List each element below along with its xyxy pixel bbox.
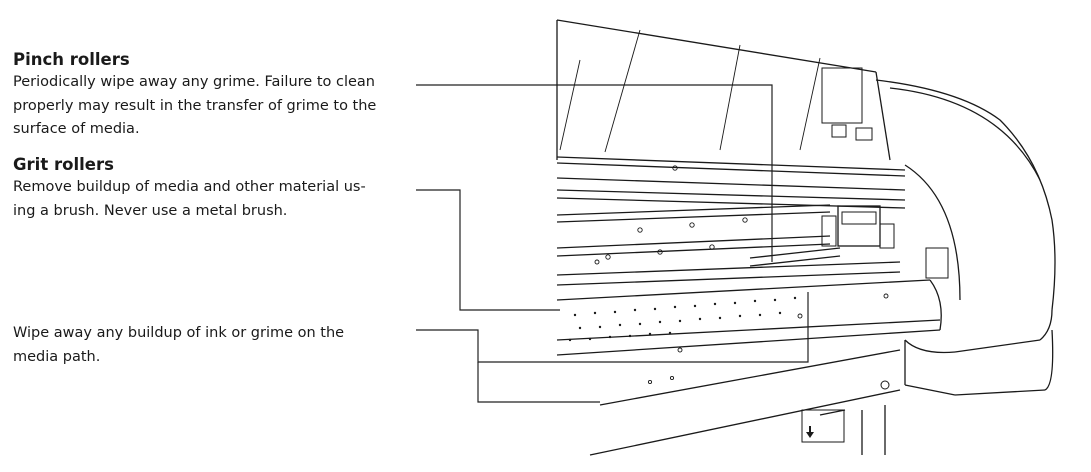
rail-rivets: [594, 165, 889, 385]
grit-rollers-callout: Grit rollers Remove buildup of media and…: [13, 154, 408, 223]
callout-leader-lines: [416, 84, 809, 403]
platen-perforations: [568, 296, 797, 342]
pinch-rollers-heading: Pinch rollers: [13, 50, 130, 69]
pinch-rollers-text-line-3: surface of media.: [13, 121, 140, 137]
media-path-leader-lower: [477, 362, 600, 403]
media-path-callout: Wipe away any buildup of ink or grime on…: [13, 322, 408, 369]
media-path-text-line-2: media path.: [13, 348, 101, 365]
pinch-rollers-leader: [416, 84, 773, 262]
pinch-rollers-text-line-2: properly may result in the transfer of g…: [13, 97, 377, 114]
down-arrow-icon: [806, 426, 814, 438]
grit-rollers-text-line-2: ing a brush. Never use a metal brush.: [13, 202, 288, 219]
printer-line-art: [556, 19, 1056, 456]
grit-rollers-heading: Grit rollers: [13, 155, 114, 174]
grit-rollers-text-line-1: Remove buildup of media and other materi…: [13, 179, 366, 195]
pinch-rollers-callout: Pinch rollers Periodically wipe away any…: [13, 49, 408, 142]
grit-rollers-leader: [416, 189, 560, 311]
pinch-rollers-text-line-1: Periodically wipe away any grime. Failur…: [13, 74, 375, 90]
media-path-text-line-1: Wipe away any buildup of ink or grime on…: [13, 325, 345, 341]
